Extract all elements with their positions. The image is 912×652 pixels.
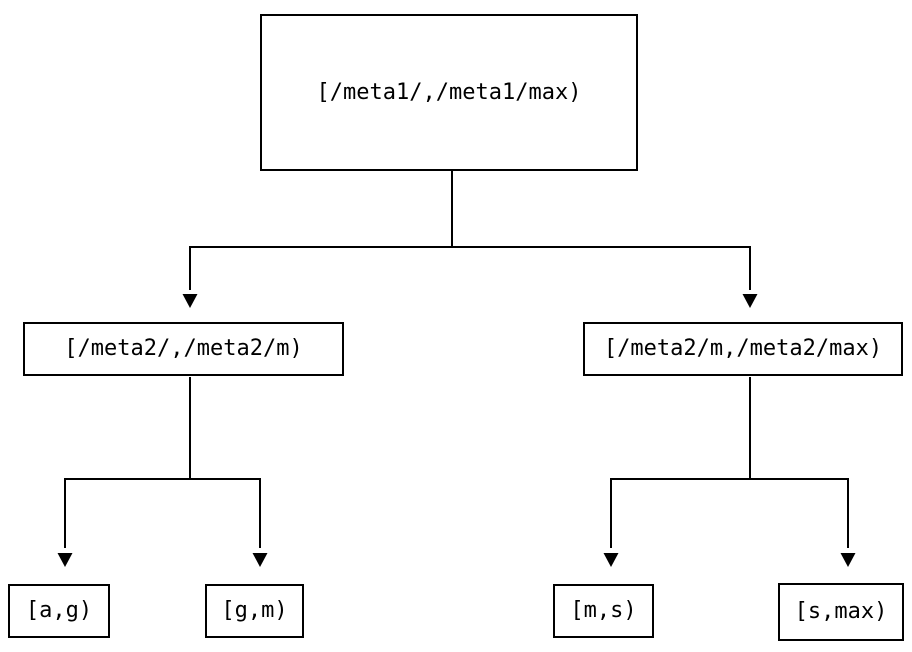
node-leaf-ms-label: [m,s) <box>570 598 637 623</box>
arrowheads <box>57 294 856 567</box>
node-leaf-gm-label: [g,m) <box>221 598 288 623</box>
node-leaf-smax: [s,max) <box>778 583 904 641</box>
node-leaf-gm: [g,m) <box>205 584 304 638</box>
arrowhead-leaf-2-icon <box>603 553 619 567</box>
node-leaf-ms: [m,s) <box>553 584 654 638</box>
arrowhead-child-right-icon <box>742 294 758 308</box>
node-child-right-label: [/meta2/m,/meta2/max) <box>603 336 883 361</box>
node-child-left: [/meta2/,/meta2/m) <box>23 322 344 376</box>
node-root: [/meta1/,/meta1/max) <box>260 14 638 171</box>
node-root-label: [/meta1/,/meta1/max) <box>316 79 582 105</box>
node-leaf-ag: [a,g) <box>8 584 110 638</box>
arrowhead-leaf-3-icon <box>840 553 856 567</box>
edge-lines <box>64 171 849 548</box>
arrowhead-leaf-0-icon <box>57 553 73 567</box>
node-leaf-smax-label: [s,max) <box>794 599 888 624</box>
node-child-left-label: [/meta2/,/meta2/m) <box>64 336 303 361</box>
node-child-right: [/meta2/m,/meta2/max) <box>583 322 903 376</box>
arrowhead-leaf-1-icon <box>252 553 268 567</box>
arrowhead-child-left-icon <box>182 294 198 308</box>
node-leaf-ag-label: [a,g) <box>25 598 93 623</box>
